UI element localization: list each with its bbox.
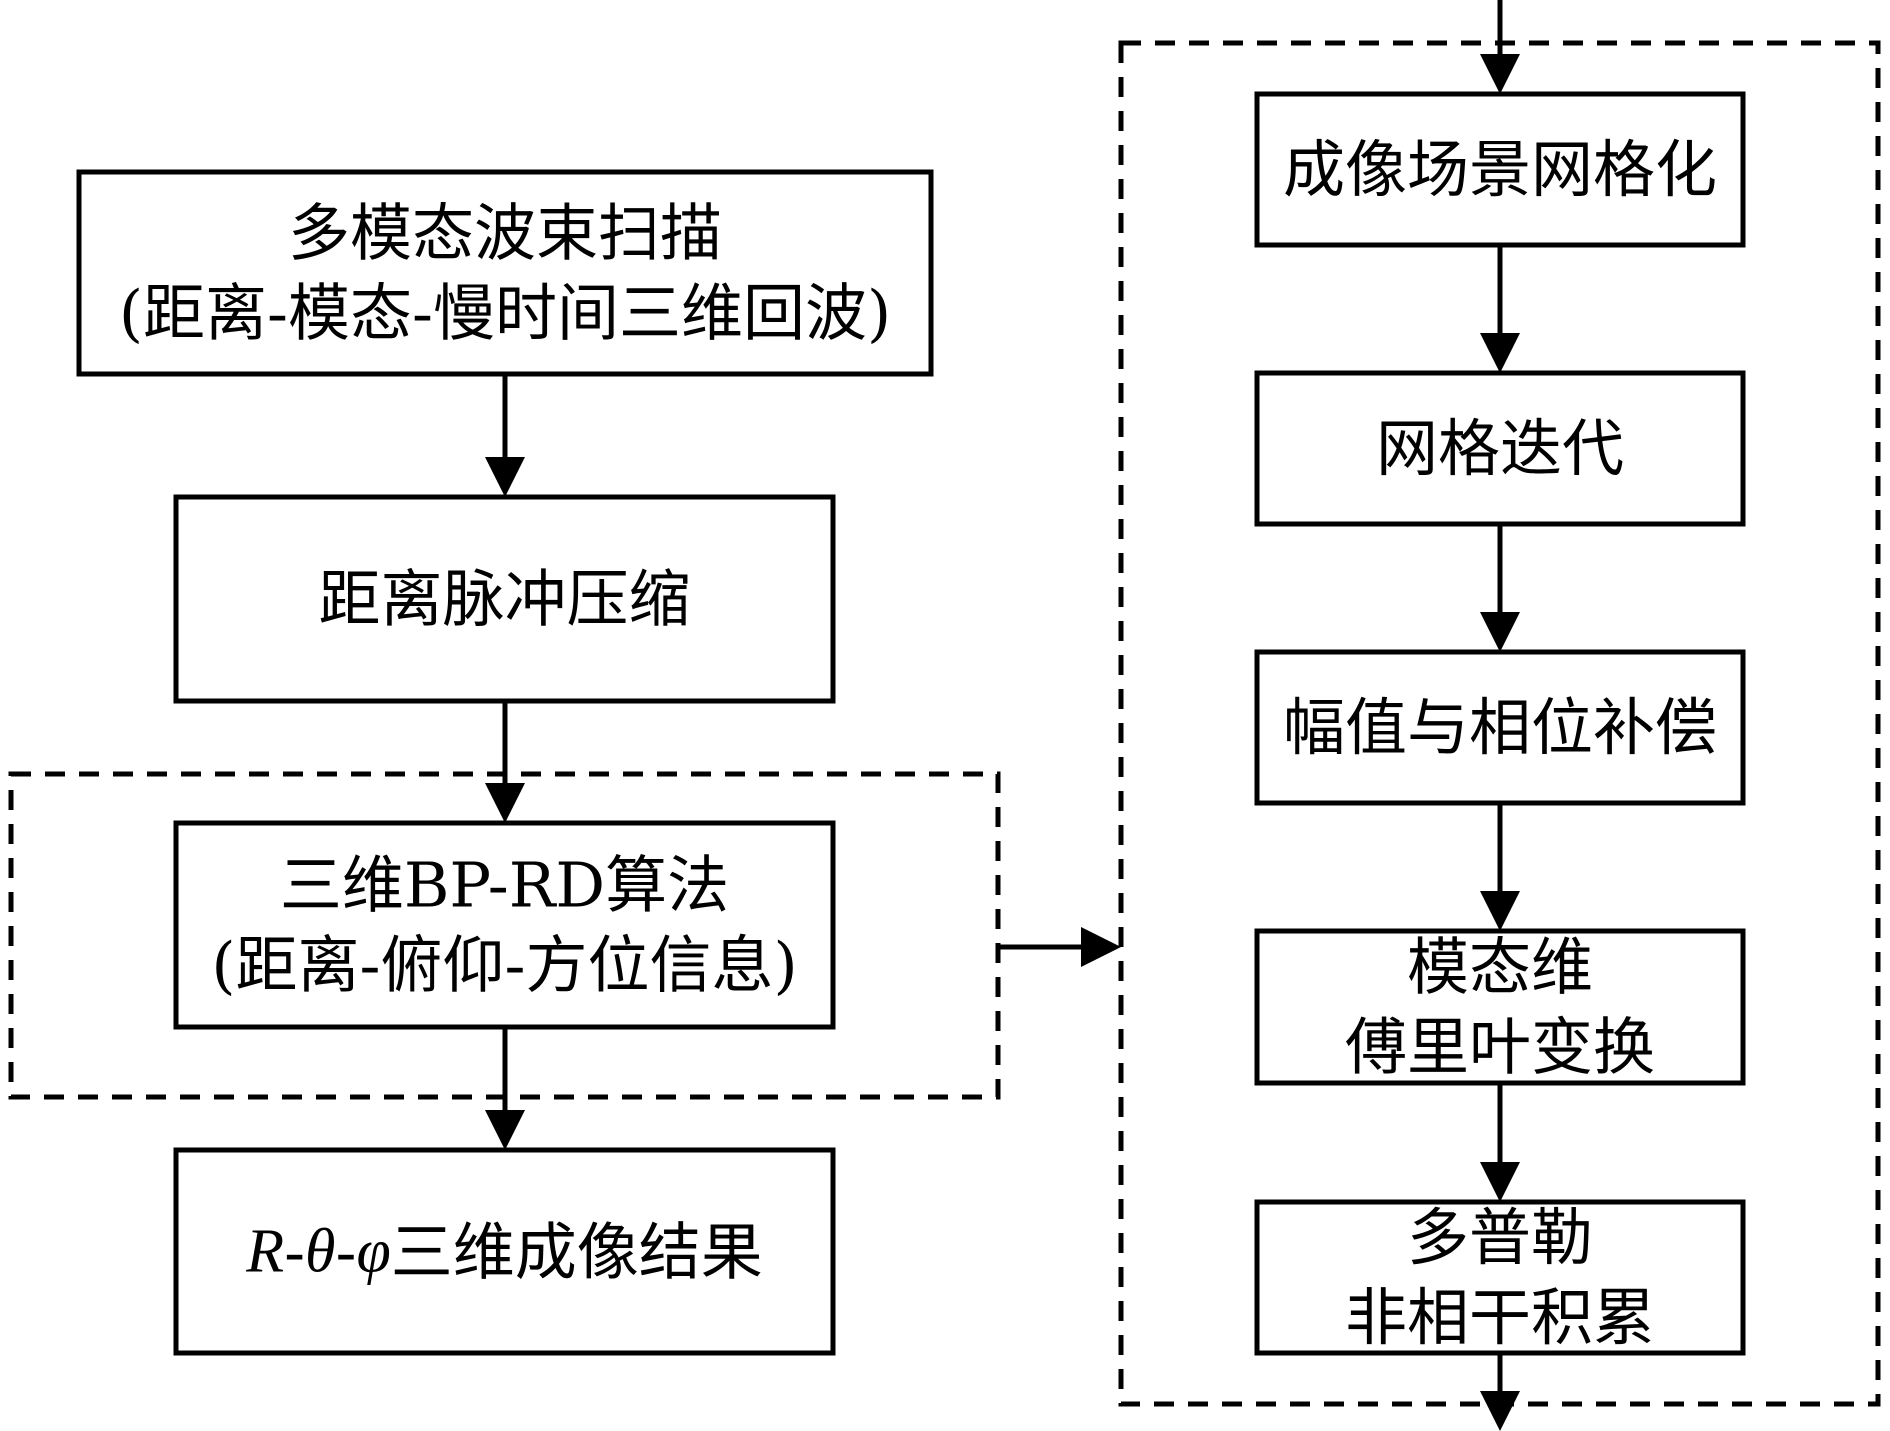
node-grid-iteration: 网格迭代 [1254,370,1746,527]
node-label-line: 非相干积累 [1345,1281,1655,1354]
arrow-mode-fft-to-doppler-accumulation [1480,1083,1520,1202]
arrow-beam-scan-to-range-compression [485,374,525,497]
arrow-head-icon [485,1110,525,1150]
node-box [173,820,836,1030]
arrow-head-icon [485,457,525,497]
node-label-line: 傅里叶变换 [1345,1011,1655,1084]
math-symbol: θ [305,1218,335,1286]
arrow-grid-iteration-to-amp-phase-compensation [1480,524,1520,652]
arrow-head-icon [1480,891,1520,931]
node-label-line: 多模态波束扫描 [288,197,722,270]
node-scene-gridding: 成像场景网格化 [1254,91,1746,248]
arrow-doppler-accumulation-output [1480,1353,1520,1431]
arrow-bp-rd-algorithm-to-imaging-result [485,1027,525,1150]
node-range-compression: 距离脉冲压缩 [173,494,836,704]
math-symbol: - [284,1215,305,1288]
arrow-head-icon [1480,1162,1520,1202]
arrow-head-icon [1480,612,1520,652]
node-label-line: 成像场景网格化 [1283,133,1717,206]
node-box [76,169,934,377]
arrow-input-to-scene-gridding [1480,0,1520,94]
node-label: R-θ-φ三维成像结果 [245,1215,763,1288]
node-box [173,494,836,704]
node-label-line: (距离-模态-慢时间三维回波) [119,277,891,350]
node-amp-phase-compensation: 幅值与相位补偿 [1254,649,1746,806]
node-label-line: 距离脉冲压缩 [318,563,690,636]
node-box [173,1147,836,1356]
node-box [1254,370,1746,527]
arrow-head-icon [485,783,525,823]
math-symbol: φ [356,1218,390,1286]
node-box [1254,91,1746,248]
arrow-range-compression-to-bp-rd-algorithm [485,701,525,823]
math-symbol: R [245,1218,284,1286]
math-symbol: - [336,1215,357,1288]
arrow-scene-gridding-to-grid-iteration [1480,245,1520,373]
arrow-head-icon [1480,1391,1520,1431]
arrow-amp-phase-compensation-to-mode-fft [1480,803,1520,931]
node-imaging-result: R-θ-φ三维成像结果 [173,1147,836,1356]
node-label-line: 幅值与相位补偿 [1283,691,1717,764]
node-box [1254,1199,1746,1356]
arrow-head-icon [1480,333,1520,373]
node-box [1254,649,1746,806]
node-label-line: 网格迭代 [1376,412,1624,485]
node-label-line: 三维BP-RD算法 [280,849,729,922]
node-beam-scan: 多模态波束扫描(距离-模态-慢时间三维回波) [76,169,934,377]
arrow-head-icon [1480,54,1520,94]
arrow-expand-to-detail [998,927,1121,967]
node-label-line: 多普勒 [1407,1201,1593,1274]
node-label-line: (距离-俯仰-方位信息) [211,929,797,1002]
node-label-line: 模态维 [1407,931,1593,1004]
label-suffix: 三维成像结果 [391,1215,763,1288]
node-box [1254,928,1746,1086]
arrow-head-icon [1081,927,1121,967]
node-bp-rd-algorithm: 三维BP-RD算法(距离-俯仰-方位信息) [173,820,836,1030]
